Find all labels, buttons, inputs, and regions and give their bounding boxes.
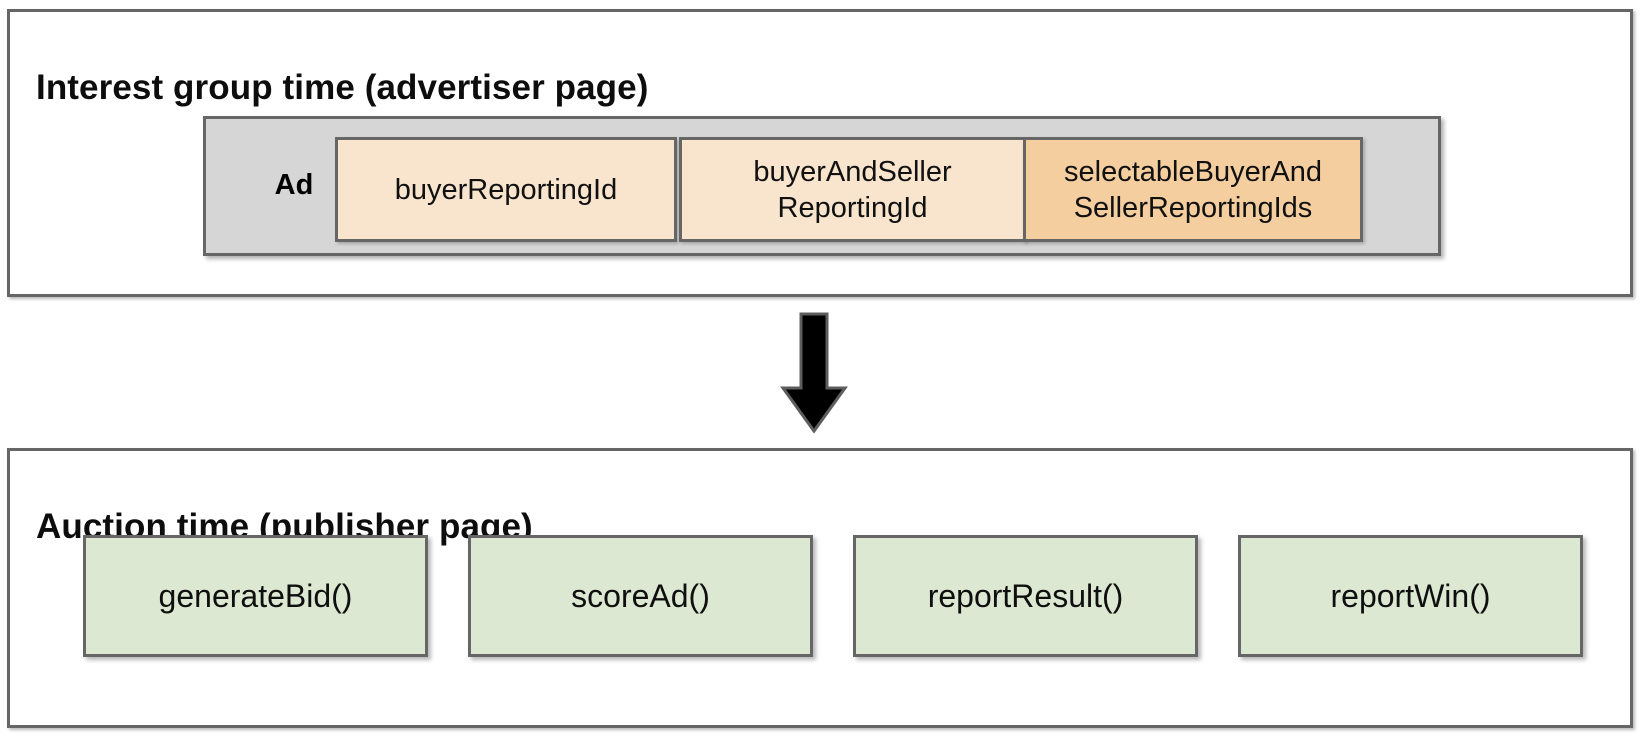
panel-auction-time: Auction time (publisher page) generateBi… [7, 448, 1633, 728]
down-arrow-icon [780, 312, 848, 434]
function-label-score-ad: scoreAd() [571, 577, 710, 614]
ad-group-container: Ad buyerReportingId buyerAndSeller Repor… [203, 116, 1441, 256]
function-label-generate-bid: generateBid() [158, 577, 353, 614]
field-box-buyer-reporting-id: buyerReportingId [335, 137, 677, 242]
function-box-report-win: reportWin() [1238, 535, 1583, 657]
panel-title-interest-group-time: Interest group time (advertiser page) [36, 68, 649, 108]
field-label-buyer-reporting-id: buyerReportingId [394, 173, 618, 206]
field-box-buyer-and-seller-reporting-id: buyerAndSeller ReportingId [679, 137, 1026, 242]
function-box-generate-bid: generateBid() [83, 535, 428, 657]
field-label-buyer-and-seller-reporting-id: buyerAndSeller ReportingId [753, 155, 952, 224]
function-label-report-result: reportResult() [927, 577, 1124, 614]
field-label-selectable-buyer-and-seller-reporting-ids: selectableBuyerAnd SellerReportingIds [1064, 155, 1322, 224]
function-label-report-win: reportWin() [1330, 577, 1491, 614]
function-box-report-result: reportResult() [853, 535, 1198, 657]
ad-group-label: Ad [274, 169, 314, 201]
field-box-selectable-buyer-and-seller-reporting-ids: selectableBuyerAnd SellerReportingIds [1023, 137, 1363, 242]
function-box-score-ad: scoreAd() [468, 535, 813, 657]
panel-interest-group-time: Interest group time (advertiser page) Ad… [7, 9, 1633, 297]
